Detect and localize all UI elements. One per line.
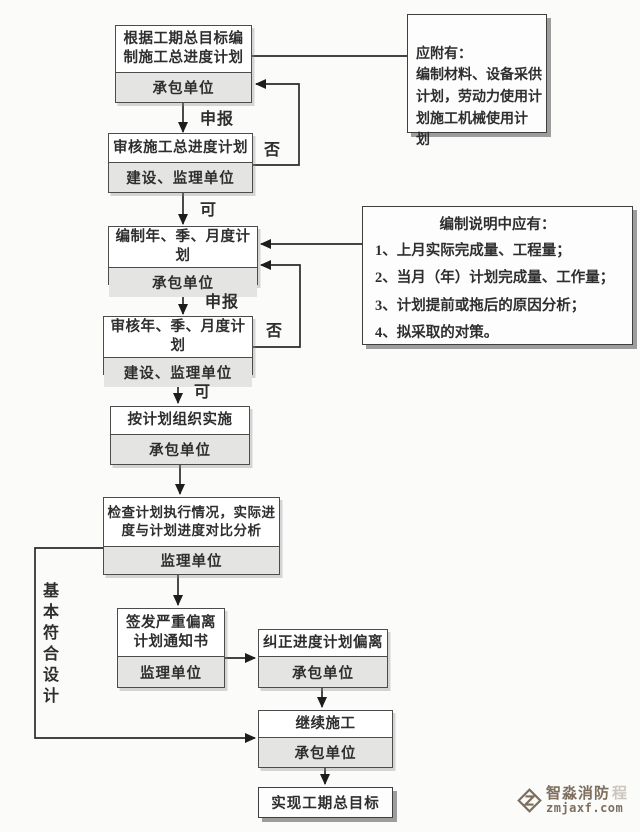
box-title: 根据工期总目标编 制施工总进度计划 <box>123 31 244 66</box>
note-explanation-items: 1、上月实际完成量、工程量； 2、当月（年）计划完成量、工作量； 3、计划提前或… <box>375 243 615 341</box>
note-attachment-text: 应附有： 编制材料、设备采供 计划，劳动力使用计 划施工机械使用计 划 <box>416 46 542 149</box>
box-org: 承包单位 <box>259 737 392 767</box>
box-title: 按计划组织实施 <box>127 412 233 429</box>
zhimiao-diamond-logo-icon <box>517 787 542 813</box>
box-check-plan-execution: 检查计划执行情况，实际进 度与计划进度对比分析 监理单位 <box>103 497 280 575</box>
box-org: 承包单位 <box>259 656 387 687</box>
edge-label-yes-1: 可 <box>200 202 218 219</box>
box-org: 监理单位 <box>118 656 224 687</box>
box-org: 监理单位 <box>104 546 279 574</box>
box-title: 继续施工 <box>295 715 356 732</box>
path-basically-conforms-box6-to-box9 <box>34 547 256 743</box>
final-box-title: 实现工期总目标 <box>271 796 380 812</box>
box-continue-construction: 继续施工 承包单位 <box>258 710 393 768</box>
box-review-periodic-plans: 审核年、季、月度计划 建设、监理单位 <box>103 316 253 387</box>
watermark: 智淼消防 程 zmjaxf.com <box>516 786 628 814</box>
box-org: 建设、监理单位 <box>109 162 252 192</box>
feedback-no-box4-to-box3 <box>253 260 301 348</box>
box-org: 承包单位 <box>109 266 257 297</box>
box-implement-per-plan: 按计划组织实施 承包单位 <box>110 406 250 465</box>
box-correct-schedule-deviation: 纠正进度计划偏离 承包单位 <box>258 629 388 688</box>
box-issue-deviation-notice: 签发严重偏离 计划通知书 监理单位 <box>117 608 225 688</box>
box-title: 签发严重偏离 计划通知书 <box>126 614 216 650</box>
side-label-basically-conforms-design: 基本符合设计 <box>40 582 57 708</box>
edge-label-yes-2: 可 <box>194 384 212 401</box>
edge-label-declare-1: 申报 <box>200 111 235 128</box>
edge-label-no-2: 否 <box>266 323 284 340</box>
note-explanation-title: 编制说明中应有： <box>439 217 556 233</box>
box-title: 审核年、季、月度计划 <box>110 319 246 354</box>
box-title: 审核施工总进度计划 <box>113 139 248 156</box>
box-review-overall-schedule: 审核施工总进度计划 建设、监理单位 <box>108 133 253 193</box>
note-compilation-explanation: 编制说明中应有： 1、上月实际完成量、工程量； 2、当月（年）计划完成量、工作量… <box>362 206 633 345</box>
note-required-attachments: 应附有： 编制材料、设备采供 计划，劳动力使用计 划施工机械使用计 划 <box>407 14 547 148</box>
box-title: 纠正进度计划偏离 <box>263 634 383 651</box>
watermark-faint-char: 程 <box>612 785 629 802</box>
feedback-no-box2-to-box1 <box>253 79 300 166</box>
box-title: 检查计划执行情况，实际进 度与计划进度对比分析 <box>107 505 276 538</box>
box-org: 建设、监理单位 <box>104 356 252 387</box>
watermark-domain: zmjaxf.com <box>546 800 624 815</box>
box-compile-overall-schedule: 根据工期总目标编 制施工总进度计划 承包单位 <box>115 25 252 103</box>
watermark-brand: 智淼消防 <box>546 785 611 802</box>
box-org: 承包单位 <box>111 434 249 464</box>
box-org: 承包单位 <box>116 72 251 102</box>
box-compile-periodic-plans: 编制年、季、月度计划 承包单位 <box>108 226 258 297</box>
box-title: 编制年、季、月度计划 <box>115 229 251 264</box>
edge-label-declare-2: 申报 <box>205 294 240 311</box>
edge-label-no-1: 否 <box>264 142 282 159</box>
box-achieve-overall-goal: 实现工期总目标 <box>258 787 393 818</box>
